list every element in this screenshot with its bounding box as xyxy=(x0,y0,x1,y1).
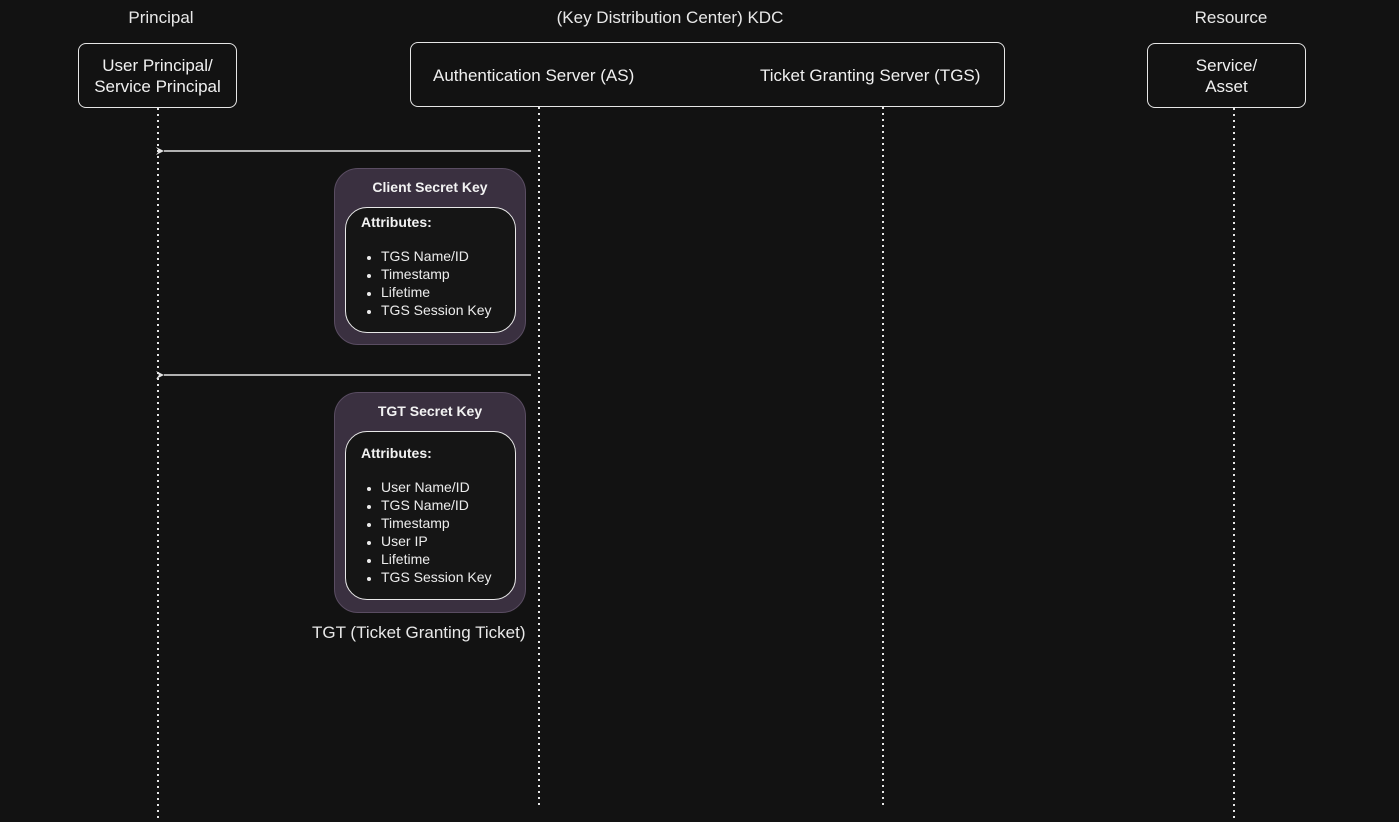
attribute-item: TGS Session Key xyxy=(381,568,492,586)
kdc-column-label: (Key Distribution Center) KDC xyxy=(556,8,784,27)
principal-actor-line2: Service Principal xyxy=(94,76,221,96)
attributes-card: Attributes: TGS Name/ID Timestamp Lifeti… xyxy=(345,207,516,333)
resource-actor-box: Service/ Asset xyxy=(1147,43,1306,108)
attribute-item: User IP xyxy=(381,532,492,550)
principal-column-label: Principal xyxy=(128,8,194,27)
attribute-item: Timestamp xyxy=(381,514,492,532)
envelope-title: Client Secret Key xyxy=(372,179,488,195)
attribute-item: Lifetime xyxy=(381,283,492,301)
kdc-box: Authentication Server (AS) Ticket Granti… xyxy=(410,42,1005,107)
attributes-heading: Attributes: xyxy=(361,445,432,461)
attribute-item: Timestamp xyxy=(381,265,492,283)
principal-actor-box: User Principal/ Service Principal xyxy=(78,43,237,108)
attribute-item: TGS Name/ID xyxy=(381,496,492,514)
ticket-granting-server-label: Ticket Granting Server (TGS) xyxy=(760,66,981,85)
tgt-secret-key-envelope: TGT Secret Key Attributes: User Name/ID … xyxy=(334,392,526,613)
attribute-item: TGS Session Key xyxy=(381,301,492,319)
resource-actor-line2: Asset xyxy=(1205,76,1248,96)
attributes-list: User Name/ID TGS Name/ID Timestamp User … xyxy=(368,478,492,586)
client-secret-key-envelope: Client Secret Key Attributes: TGS Name/I… xyxy=(334,168,526,345)
authentication-server-label: Authentication Server (AS) xyxy=(433,66,635,85)
resource-column-label: Resource xyxy=(1194,8,1268,27)
attribute-item: TGS Name/ID xyxy=(381,247,492,265)
resource-actor-line1: Service/ xyxy=(1195,55,1258,75)
attributes-list: TGS Name/ID Timestamp Lifetime TGS Sessi… xyxy=(368,247,492,319)
attribute-item: Lifetime xyxy=(381,550,492,568)
tgt-caption: TGT (Ticket Granting Ticket) xyxy=(312,623,526,642)
attribute-item: User Name/ID xyxy=(381,478,492,496)
envelope-title: TGT Secret Key xyxy=(377,403,483,419)
attributes-heading: Attributes: xyxy=(361,214,432,230)
principal-actor-line1: User Principal/ xyxy=(102,55,213,75)
attributes-card: Attributes: User Name/ID TGS Name/ID Tim… xyxy=(345,431,516,600)
